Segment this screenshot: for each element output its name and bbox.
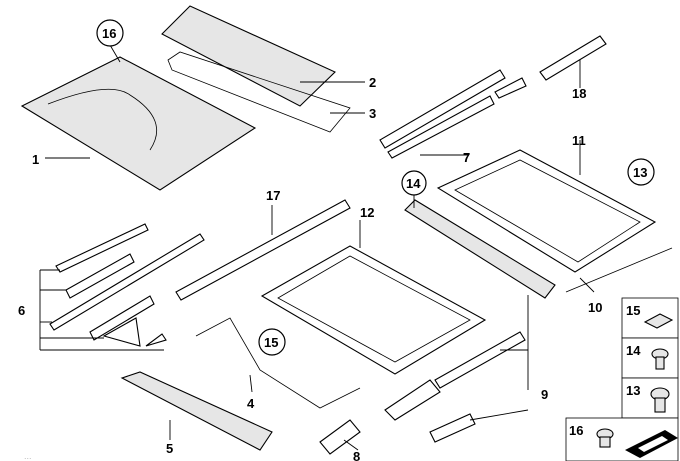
callout-18: 18 (572, 86, 586, 101)
callout-circle-13 (627, 158, 655, 186)
part-frame (436, 149, 657, 273)
part-bracket (539, 35, 607, 81)
callout-circle-14 (401, 170, 427, 196)
legend-label-13: 13 (626, 383, 640, 398)
legend-label-14: 14 (626, 343, 641, 358)
legend-label-16: 16 (569, 423, 583, 438)
watermark: ... (24, 451, 32, 461)
part-rails (379, 69, 527, 159)
callout-3: 3 (369, 106, 376, 121)
callout-5: 5 (166, 441, 173, 456)
pad-icon (643, 313, 674, 329)
part-rail-set (49, 223, 205, 347)
callout-9: 9 (541, 387, 548, 402)
callout-15: 15 (264, 335, 278, 350)
part-guide-rail (175, 199, 351, 301)
callout-4: 4 (247, 396, 255, 411)
callout-10: 10 (588, 300, 602, 315)
part-strip (565, 247, 673, 293)
bolt-icon (650, 387, 670, 413)
callout-2: 2 (369, 75, 376, 90)
logo-mark (625, 430, 678, 458)
part-glass-panel (20, 56, 257, 191)
callout-8: 8 (353, 449, 360, 461)
callout-1: 1 (32, 152, 39, 167)
part-motor (319, 419, 361, 455)
part-seal (167, 51, 351, 133)
part-liner (120, 371, 273, 451)
callout-circle-15 (258, 328, 286, 356)
callout-16: 16 (102, 26, 116, 41)
callout-17: 17 (266, 188, 280, 203)
callout-12: 12 (360, 205, 374, 220)
callout-6: 6 (18, 303, 25, 318)
screw-icon (651, 348, 669, 370)
part-cable (195, 317, 361, 409)
legend-panel (565, 297, 679, 461)
callout-14: 14 (406, 176, 421, 191)
legend-label-15: 15 (626, 303, 640, 318)
part-deflector (404, 199, 556, 299)
callout-13: 13 (633, 165, 647, 180)
callout-11: 11 (572, 133, 586, 148)
part-glass-lid (161, 5, 336, 107)
callout-7: 7 (463, 150, 470, 165)
leader-lines (39, 44, 595, 451)
part-cassette (260, 245, 487, 375)
callout-circle-16 (96, 19, 124, 47)
part-mechanism (384, 331, 526, 443)
plug-icon (596, 428, 614, 448)
